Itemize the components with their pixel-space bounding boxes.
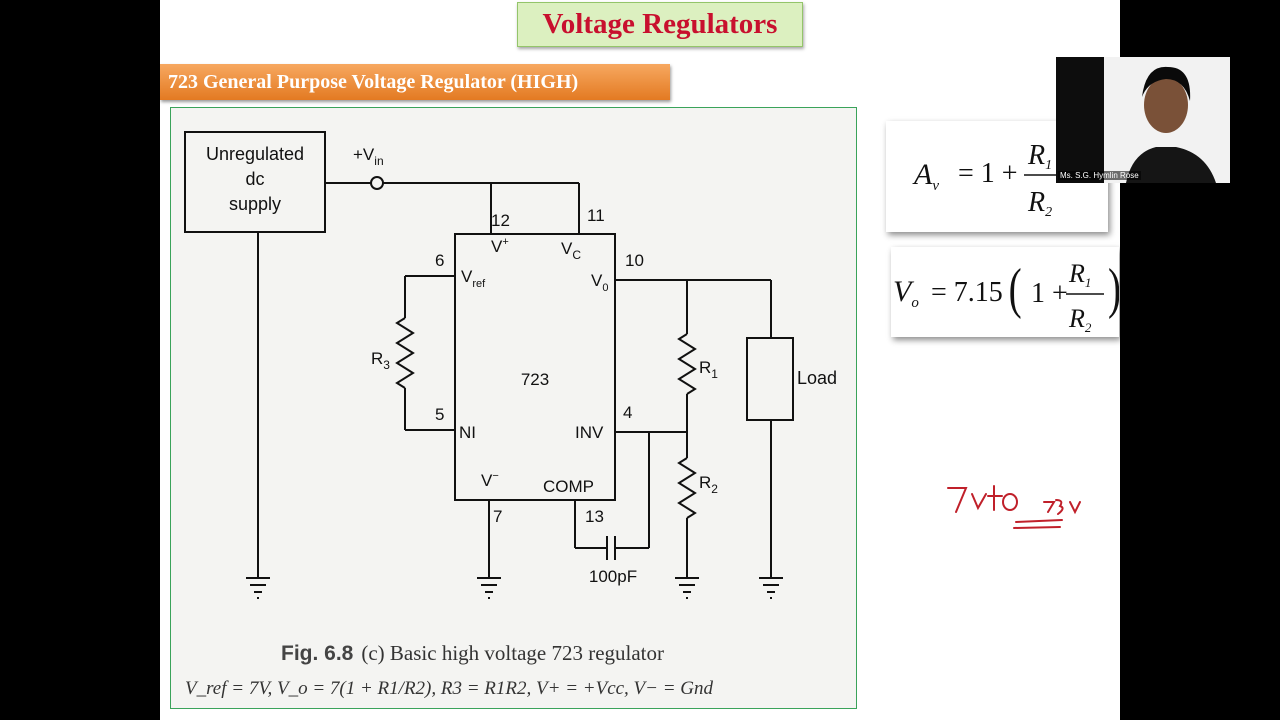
pin-5: 5: [435, 405, 444, 424]
ground-symbol-supply: [246, 577, 270, 599]
vin-label: +Vin: [353, 145, 384, 168]
pin-7: 7: [493, 507, 502, 526]
figure-equation: V_ref = 7V, V_o = 7(1 + R1/R2), R3 = R1R…: [185, 678, 714, 699]
pin-label-ni: NI: [459, 423, 476, 442]
pin-12: 12: [491, 211, 510, 230]
pin-label-inv: INV: [575, 423, 604, 442]
r3-label: R3: [371, 349, 390, 372]
circuit-schematic: Unregulated dc supply +Vin 12 11 6 10 5 …: [184, 131, 837, 699]
svg-text:(: (: [1009, 258, 1022, 319]
r3-resistor: [395, 317, 415, 389]
pin-13: 13: [585, 507, 604, 526]
svg-text:Av: Av: [912, 158, 939, 194]
pin-4: 4: [623, 403, 632, 422]
pin-6: 6: [435, 251, 444, 270]
svg-text:R1: R1: [1027, 140, 1052, 173]
presenter-silhouette: [1056, 57, 1230, 183]
supply-label-2: dc: [245, 169, 264, 189]
vin-terminal: [370, 176, 384, 190]
pin-label-vc: VC: [561, 239, 581, 262]
pin-label-vref: Vref: [461, 267, 486, 290]
r2-resistor: [677, 457, 697, 519]
pin-10: 10: [625, 251, 644, 270]
circuit-diagram: Unregulated dc supply +Vin 12 11 6 10 5 …: [170, 107, 857, 709]
webcam-video[interactable]: Ms. S.G. Hymlin Rose: [1056, 57, 1230, 183]
pin-11: 11: [587, 206, 605, 225]
pin-label-comp: COMP: [543, 477, 594, 496]
svg-text:): ): [1108, 258, 1119, 319]
figure-caption: Fig. 6.8(c) Basic high voltage 723 regul…: [281, 641, 664, 665]
ic-723-body: [454, 233, 616, 501]
svg-text:Vo: Vo: [893, 275, 919, 311]
r1-resistor: [677, 333, 697, 395]
section-heading: 723 General Purpose Voltage Regulator (H…: [160, 64, 670, 100]
ground-symbol-load: [759, 577, 783, 599]
pin-label-vminus: V−: [481, 470, 499, 490]
gain-equation: Av = 1 + R1 R2: [912, 140, 1064, 220]
ground-symbol-divider: [675, 577, 699, 599]
pin-label-vo: V0: [591, 271, 608, 294]
svg-text:R2: R2: [1068, 304, 1092, 335]
load-label: Load: [797, 368, 837, 388]
participant-name: Ms. S.G. Hymlin Rose: [1058, 171, 1141, 180]
supply-label-1: Unregulated: [206, 144, 304, 164]
svg-text:1 +: 1 +: [1031, 278, 1068, 309]
load-box: [746, 337, 794, 421]
ground-symbol-ic: [477, 577, 501, 599]
svg-text:R1: R1: [1068, 259, 1091, 290]
output-voltage-equation-box: Vo = 7.15 ( 1 + R1 R2 ): [891, 247, 1121, 337]
annotation-text: 7V to 37V: [936, 544, 941, 547]
r2-label: R2: [699, 473, 718, 496]
svg-text:R2: R2: [1027, 187, 1052, 220]
pin-label-vplus: V+: [491, 236, 509, 256]
svg-text:= 1 +: = 1 +: [958, 158, 1018, 189]
svg-text:= 7.15: = 7.15: [931, 277, 1003, 308]
supply-label-3: supply: [229, 194, 281, 214]
r1-label: R1: [699, 358, 718, 381]
capacitor-label: 100pF: [589, 567, 637, 586]
ic-name: 723: [521, 370, 549, 389]
slide-title: Voltage Regulators: [517, 2, 803, 47]
slide: Voltage Regulators 723 General Purpose V…: [160, 0, 1121, 720]
handwritten-annotation: 7V to 37V: [936, 485, 1081, 547]
output-voltage-equation: Vo = 7.15 ( 1 + R1 R2 ): [893, 258, 1121, 335]
